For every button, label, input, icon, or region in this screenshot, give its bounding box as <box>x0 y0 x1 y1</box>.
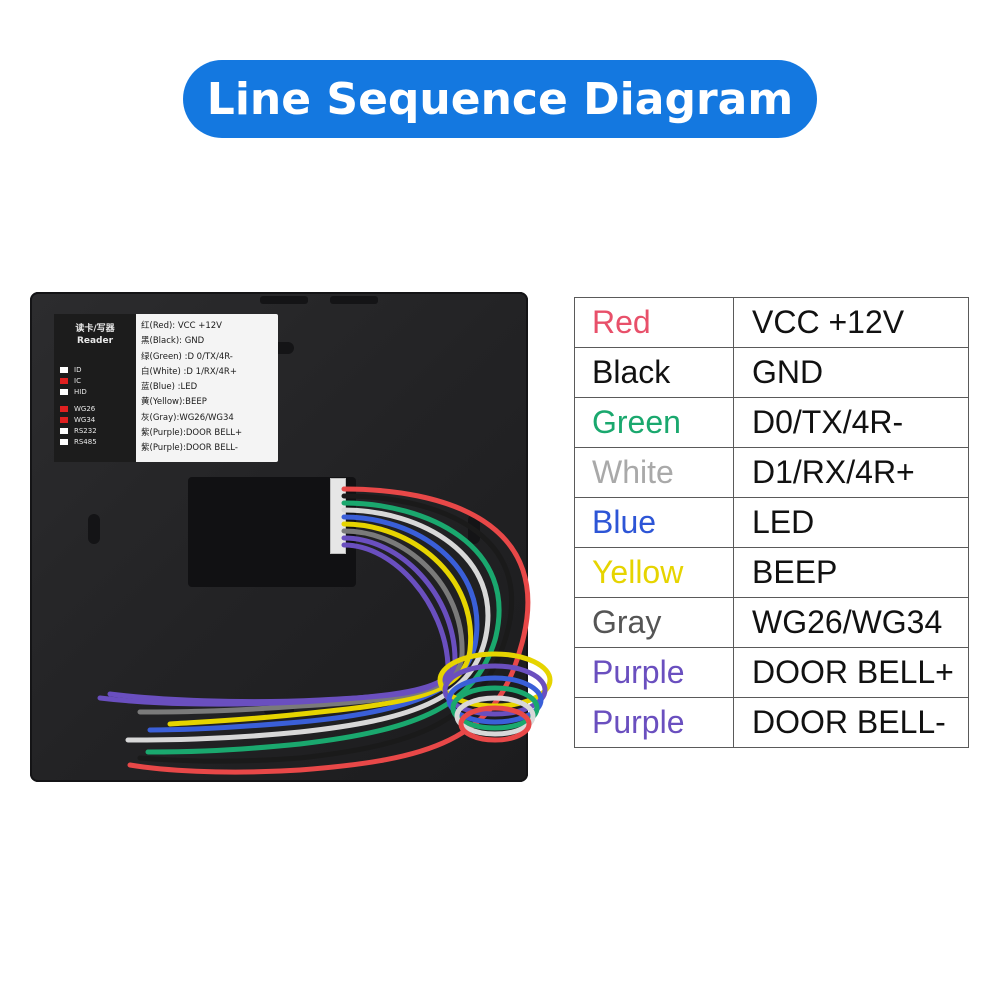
sticker-option: WG26 <box>60 403 132 414</box>
checkbox-mark <box>60 388 68 395</box>
wire-gray <box>137 528 465 715</box>
sticker-header-en: Reader <box>76 336 114 346</box>
checkbox-mark <box>60 416 68 423</box>
sticker-line: 紫(Purple):DOOR BELL- <box>141 443 238 454</box>
table-row: Yellow BEEP <box>574 547 969 598</box>
sticker-line: 白(White) :D 1/RX/4R+ <box>141 366 237 377</box>
wire-loop-white <box>454 695 536 737</box>
wire-color-cell: Green <box>574 397 734 448</box>
sticker-line: 紫(Purple):DOOR BELL+ <box>141 428 243 439</box>
table-row: Green D0/TX/4R- <box>574 397 969 448</box>
wire-function-cell: DOOR BELL- <box>733 697 969 748</box>
page-title: Line Sequence Diagram <box>206 73 794 125</box>
table-row: Blue LED <box>574 497 969 548</box>
title-banner: Line Sequence Diagram <box>183 60 817 138</box>
wire-color-cell: Blue <box>574 497 734 548</box>
option-label: HID <box>74 387 87 396</box>
sticker-line: 蓝(Blue) :LED <box>141 382 198 393</box>
top-notch <box>330 296 378 304</box>
table-row: Gray WG26/WG34 <box>574 597 969 648</box>
sticker-option: HID <box>60 386 132 397</box>
mount-hole <box>88 514 100 544</box>
wire-purple-1 <box>97 535 458 707</box>
option-label: RS485 <box>74 437 97 446</box>
sticker-mode-panel: 读卡/写器 Reader ID IC HID WG26 WG34 RS232 R… <box>54 314 136 462</box>
wire-function-cell: LED <box>733 497 969 548</box>
checkbox-mark <box>60 377 68 384</box>
sticker-option: RS232 <box>60 425 132 436</box>
table-row: White D1/RX/4R+ <box>574 447 969 498</box>
wire-loop-blue <box>446 675 544 725</box>
wire-function-cell: GND <box>733 347 969 398</box>
wire-function-cell: D0/TX/4R- <box>733 397 969 448</box>
wire-color-cell: Black <box>574 347 734 398</box>
sticker-line: 灰(Gray):WG26/WG34 <box>141 412 234 423</box>
wire-yellow <box>167 521 474 727</box>
wire-color-cell: White <box>574 447 734 498</box>
sticker-line: 红(Red): VCC +12V <box>141 321 222 331</box>
wire-color-cell: Yellow <box>574 547 734 598</box>
sticker-option: ID <box>60 364 132 375</box>
checkbox-mark <box>60 438 68 445</box>
wire-color-table: Red VCC +12V Black GND Green D0/TX/4R- W… <box>574 297 969 748</box>
wire-function-cell: VCC +12V <box>733 297 969 348</box>
sticker-wire-list: 红(Red): VCC +12V 黑(Black): GND 绿(Green) … <box>141 319 274 457</box>
wire-function-cell: WG26/WG34 <box>733 597 969 648</box>
option-label: IC <box>74 376 81 385</box>
wire-loop-green <box>450 685 540 731</box>
option-label: RS232 <box>74 426 97 435</box>
wire-purple-2 <box>107 542 451 705</box>
wire-function-cell: DOOR BELL+ <box>733 647 969 698</box>
checkbox-mark <box>60 366 68 373</box>
wiring-label-sticker: 读卡/写器 Reader ID IC HID WG26 WG34 RS232 R… <box>54 314 278 462</box>
wire-color-cell: Purple <box>574 697 734 748</box>
wire-function-cell: BEEP <box>733 547 969 598</box>
checkbox-mark <box>60 405 68 412</box>
wire-color-cell: Red <box>574 297 734 348</box>
table-row: Red VCC +12V <box>574 297 969 348</box>
option-label: ID <box>74 365 82 374</box>
wire-color-cell: Purple <box>574 647 734 698</box>
sticker-option: RS485 <box>60 436 132 447</box>
wire-red <box>127 486 531 775</box>
sticker-option: IC <box>60 375 132 386</box>
sticker-option: WG34 <box>60 414 132 425</box>
option-label: WG34 <box>74 415 96 424</box>
checkbox-mark <box>60 427 68 434</box>
sticker-line: 绿(Green) :D 0/TX/4R- <box>141 351 233 362</box>
wire-loop-red <box>458 705 532 743</box>
sticker-line: 黑(Black): GND <box>141 336 205 347</box>
sticker-line: 黄(Yellow):BEEP <box>141 397 207 408</box>
table-row: Black GND <box>574 347 969 398</box>
table-row: Purple DOOR BELL+ <box>574 647 969 698</box>
wire-function-cell: D1/RX/4R+ <box>733 447 969 498</box>
sticker-header-cn: 读卡/写器 <box>75 324 115 334</box>
top-notch <box>260 296 308 304</box>
wire-color-cell: Gray <box>574 597 734 648</box>
table-row: Purple DOOR BELL- <box>574 697 969 748</box>
connector-window <box>188 477 356 587</box>
wire-loop-purple <box>442 663 548 717</box>
option-label: WG26 <box>74 404 96 413</box>
sticker-options: ID IC HID WG26 WG34 RS232 RS485 <box>60 364 132 447</box>
